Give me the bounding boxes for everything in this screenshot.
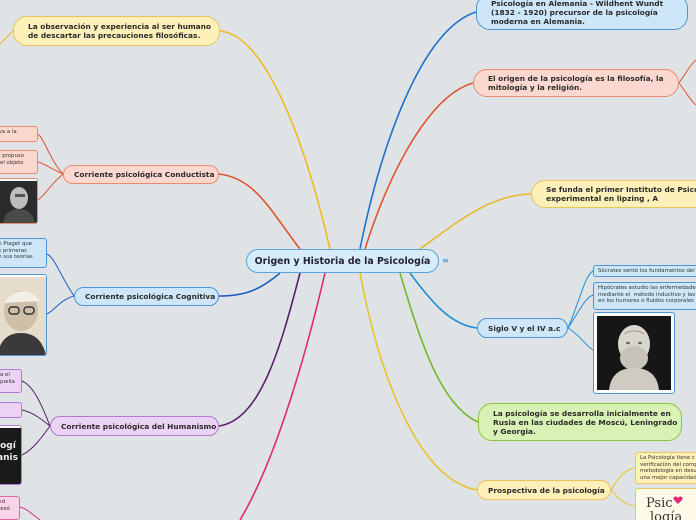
psicologia-logo-image[interactable]: Psic logía: [635, 488, 696, 520]
link-siglo-socrates: [568, 271, 593, 328]
link-origen-out1: [679, 60, 696, 83]
piaget-portrait-image[interactable]: [0, 274, 47, 356]
link-pink-down: [240, 273, 325, 520]
conductista-portrait-icon: [0, 181, 37, 223]
psicologia-logo-text-1: Psic: [646, 496, 673, 511]
link-siglo-photo: [568, 328, 593, 350]
socrates-bust-image[interactable]: [593, 312, 675, 394]
link-siglo-hipocrates: [568, 295, 593, 328]
topic-instituto-lipzing[interactable]: Se funda el primer Instituto de Psicolo …: [531, 180, 696, 208]
detail-hipocrates[interactable]: Hipócrates estudio las enfermedade media…: [593, 282, 696, 310]
link-hum-2: [22, 410, 50, 426]
link-hum-3: [22, 426, 50, 455]
link-cog-1: [47, 254, 74, 296]
detail-socrates[interactable]: Sócrates sentó los fundamentos del: [593, 265, 696, 277]
psicologia-logo-text-2: logía: [650, 510, 682, 520]
link-siglo: [410, 273, 477, 328]
topic-conductista[interactable]: Corriente psicológica Conductista: [63, 165, 219, 184]
topic-wundt[interactable]: Psicología en Alemania - Wildhent Wundt …: [476, 0, 688, 30]
psicologia-logo-icon: Psic logía: [636, 489, 696, 520]
detail-pink-bottom[interactable]: and eresó: [0, 496, 20, 520]
conductista-portrait-image[interactable]: [0, 178, 38, 224]
topic-humanismo[interactable]: Corriente psicológica del Humanismo: [50, 416, 219, 436]
link-prosp-logo: [611, 490, 635, 506]
topic-observacion[interactable]: La observación y experiencia al ser huma…: [13, 16, 220, 46]
topic-prospectiva[interactable]: Prospectiva de la psicología: [477, 480, 611, 500]
topic-origen-filosofia[interactable]: El origen de la psicología es la filosof…: [473, 69, 679, 97]
detail-conductista-2[interactable]: ar propuso o el objeto: [0, 150, 38, 174]
detail-conductista-1[interactable]: tiva a la: [0, 126, 38, 142]
link-conductista: [219, 174, 300, 249]
link-hum-1: [22, 381, 50, 426]
central-topic[interactable]: Origen y Historia de la Psicología: [246, 249, 439, 273]
topic-siglo-v-iv[interactable]: Siglo V y el IV a.c: [477, 318, 568, 338]
humanismo-image-text: logí anis: [0, 428, 21, 484]
topic-cognitiva[interactable]: Corriente psicológica Cognitiva: [74, 287, 219, 306]
link-instituto: [420, 194, 531, 249]
detail-humanismo-1[interactable]: o a el aquella: [0, 369, 22, 393]
menu-lines-icon[interactable]: ≡: [442, 256, 450, 265]
link-cond-2: [38, 162, 63, 174]
detail-humanismo-2[interactable]: s.: [0, 402, 22, 418]
link-cognitiva: [219, 273, 280, 296]
link-prosp-text: [611, 468, 635, 490]
link-cond-3: [38, 174, 63, 200]
link-prospectiva: [360, 273, 477, 490]
link-rusia: [400, 273, 478, 422]
humanismo-image[interactable]: logí anis: [0, 425, 22, 485]
detail-cognitiva-1[interactable]: an Piaget que as primeras on sus teorías: [0, 238, 47, 268]
topic-rusia[interactable]: La psicología se desarrolla inicialmente…: [478, 403, 682, 441]
link-cog-2: [47, 296, 74, 314]
link-observacion-out: [0, 31, 13, 44]
link-pink-small: [20, 507, 40, 520]
piaget-portrait-icon: [0, 277, 46, 355]
socrates-bust-icon: [597, 316, 671, 390]
link-origen-out2: [679, 83, 696, 105]
detail-prospectiva[interactable]: La Psicología tiene c verificación del c…: [635, 452, 696, 484]
